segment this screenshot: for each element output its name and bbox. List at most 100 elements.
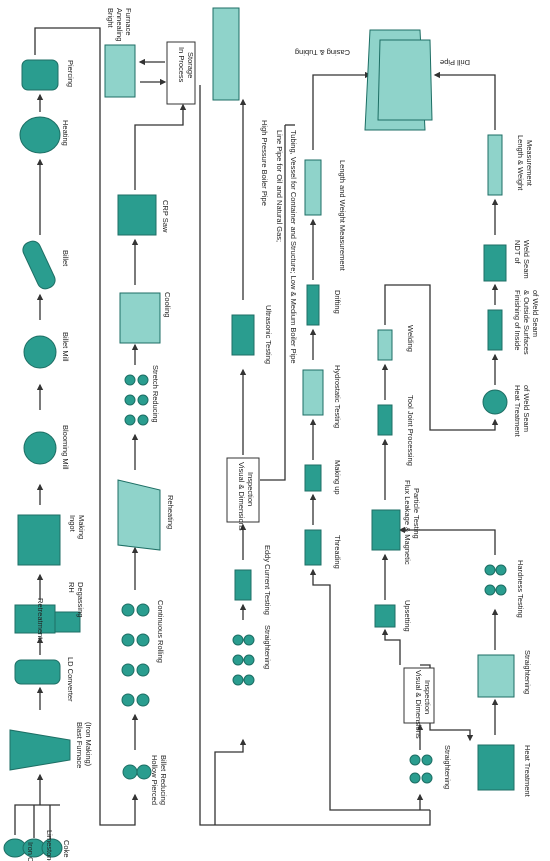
- label-length-weight: Length and Weight Measurement: [338, 160, 347, 272]
- retreatment-icon: [14, 604, 56, 634]
- length-weight-icon: [304, 159, 322, 216]
- label-rh-1: RH: [67, 582, 76, 593]
- label-visual-2: Inspection: [246, 472, 255, 506]
- flow-lines: [14, 27, 499, 845]
- label-flux-1: Flux Leakage & Magnetic: [403, 480, 412, 565]
- label-hardness: Hardness Testing: [516, 560, 525, 618]
- reheating-furnace-icon: [117, 479, 161, 551]
- upsetting-icon: [374, 604, 396, 628]
- flow-visual-to-heattreat: [420, 664, 474, 742]
- label-length-weight-1: Length & Weight: [516, 135, 525, 191]
- label-ld-converter: LD Converter: [66, 657, 75, 702]
- label-rh-2: Degassing: [76, 582, 85, 617]
- blooming-mill-icon: [23, 431, 57, 465]
- ultrasonic-icon: [231, 314, 255, 356]
- blast-furnace-icon: [9, 729, 71, 771]
- label-iron-ore: Iron Ore: [26, 842, 35, 861]
- label-ingot-2: Making: [77, 515, 86, 539]
- straightening-icon: [232, 634, 255, 686]
- label-upsetting: Upsetting: [403, 600, 412, 632]
- label-drifting: Drifting: [333, 290, 342, 314]
- ndt-weld-icon: [483, 244, 507, 282]
- cooling-bed-icon: [119, 292, 161, 344]
- label-drill-pipe: Drill Pipe: [440, 58, 470, 67]
- stretch-reducing-icon: [124, 374, 149, 426]
- label-ingot-1: Ingot: [68, 515, 77, 533]
- flow-to-threading: [309, 568, 430, 811]
- label-visual-3: Visual & Dimensions: [414, 670, 423, 739]
- flow-storage-to-lines: [199, 85, 431, 826]
- hardness-testing-icon: [484, 564, 507, 596]
- label-line-pipe: Line Pipe for Oil and Natural Gas;: [275, 130, 284, 242]
- label-flux-2: Particle Testing: [412, 488, 421, 539]
- label-stretch-reducing: Stretch Reducing: [151, 365, 160, 423]
- equipment-icons: [3, 7, 515, 858]
- crp-saw-icon: [117, 194, 157, 236]
- flow-visual-to-upsetting: [381, 628, 401, 665]
- label-straightening-2: Straightening: [523, 650, 532, 694]
- flow-length-to-casing: [312, 71, 372, 150]
- bright-annealing-icon: [104, 44, 136, 98]
- flux-leakage-icon: [371, 509, 401, 551]
- label-hydrostatic: Hydrostatic Testing: [333, 365, 342, 428]
- label-heat-treatment: Heat Treatment: [523, 745, 532, 798]
- ingot-making-icon: [17, 514, 61, 566]
- label-tool-joint: Tool Joint Processing: [406, 395, 415, 466]
- threading-icon: [304, 529, 322, 566]
- label-ndt-2: Weld Seam: [522, 240, 531, 279]
- label-making-up: Making up: [333, 460, 342, 495]
- finishing-weld-icon: [487, 309, 503, 351]
- label-limestone: Limestone: [45, 830, 54, 861]
- high-pressure-pipe-bundle-icon: [212, 7, 240, 101]
- label-finishing-2: & Outside Surfaces: [522, 290, 531, 355]
- flow-hardness-to-flux: [398, 526, 496, 555]
- label-ndt-1: NDT of: [513, 240, 522, 265]
- straightening-3-icon: [409, 754, 433, 784]
- making-up-icon: [304, 464, 322, 492]
- label-billet-mill: Billet Mill: [61, 332, 70, 362]
- label-eddy-current: Eddy Current Testing: [263, 545, 272, 615]
- heat-treat-weld-icon: [482, 389, 508, 415]
- billet-icon: [22, 240, 56, 290]
- label-ht-weld-1: Heat Treatment: [513, 385, 522, 438]
- label-visual-1: Visual & Dimensions: [237, 462, 246, 531]
- straightening-2-icon: [477, 654, 515, 698]
- label-coke: Coke: [62, 840, 71, 858]
- label-reheating: Reheating: [166, 495, 175, 529]
- visual-inspection-2-box: [403, 667, 435, 724]
- hollow-pierced-icon: [122, 764, 152, 780]
- drill-pipe-bundle-icon: [377, 39, 433, 121]
- flow-piercing-to-rolling: [34, 27, 139, 826]
- label-straightening-3: Straightening: [443, 745, 452, 789]
- label-crp-saw: CRP Saw: [161, 200, 170, 233]
- flow-welding-to-htweld: [384, 284, 499, 431]
- tool-joint-icon: [377, 404, 393, 436]
- flow-crp-to-storage: [134, 103, 187, 190]
- label-high-pressure: High Pressure Boiler Pipe: [260, 120, 269, 206]
- label-annealing-2: Annealing: [115, 8, 124, 41]
- heating-furnace-icon: [19, 116, 61, 154]
- label-in-process-1: In Process: [177, 47, 186, 83]
- label-annealing-1: Bright: [106, 8, 115, 29]
- label-continuous-rolling: Continuous Rolling: [156, 600, 165, 663]
- label-cooling: Cooling: [163, 292, 172, 317]
- label-piercing: Piercing: [66, 60, 75, 87]
- flow-raw-materials: [14, 804, 60, 845]
- label-casing-tubing: Casing & Tubing: [295, 48, 350, 57]
- eddy-current-icon: [234, 569, 252, 601]
- hydrostatic-icon: [302, 369, 324, 416]
- label-in-process-2: Storage: [186, 52, 195, 78]
- in-process-storage-box: [166, 41, 196, 105]
- flow-visual-to-linepipe: [260, 125, 286, 481]
- label-finishing-1: Finishing of Inside: [513, 290, 522, 350]
- billet-mill-icon: [23, 335, 57, 369]
- flow-storage-to-boiler: [214, 738, 247, 825]
- label-blast-furnace-1: Blast Furnace: [75, 722, 84, 768]
- continuous-rolling-icon: [121, 603, 150, 707]
- drifting-icon: [306, 284, 320, 326]
- label-length-weight-2: Measurement: [525, 140, 534, 187]
- label-straightening-1: Straightening: [263, 625, 272, 669]
- heat-treatment-icon: [477, 744, 515, 791]
